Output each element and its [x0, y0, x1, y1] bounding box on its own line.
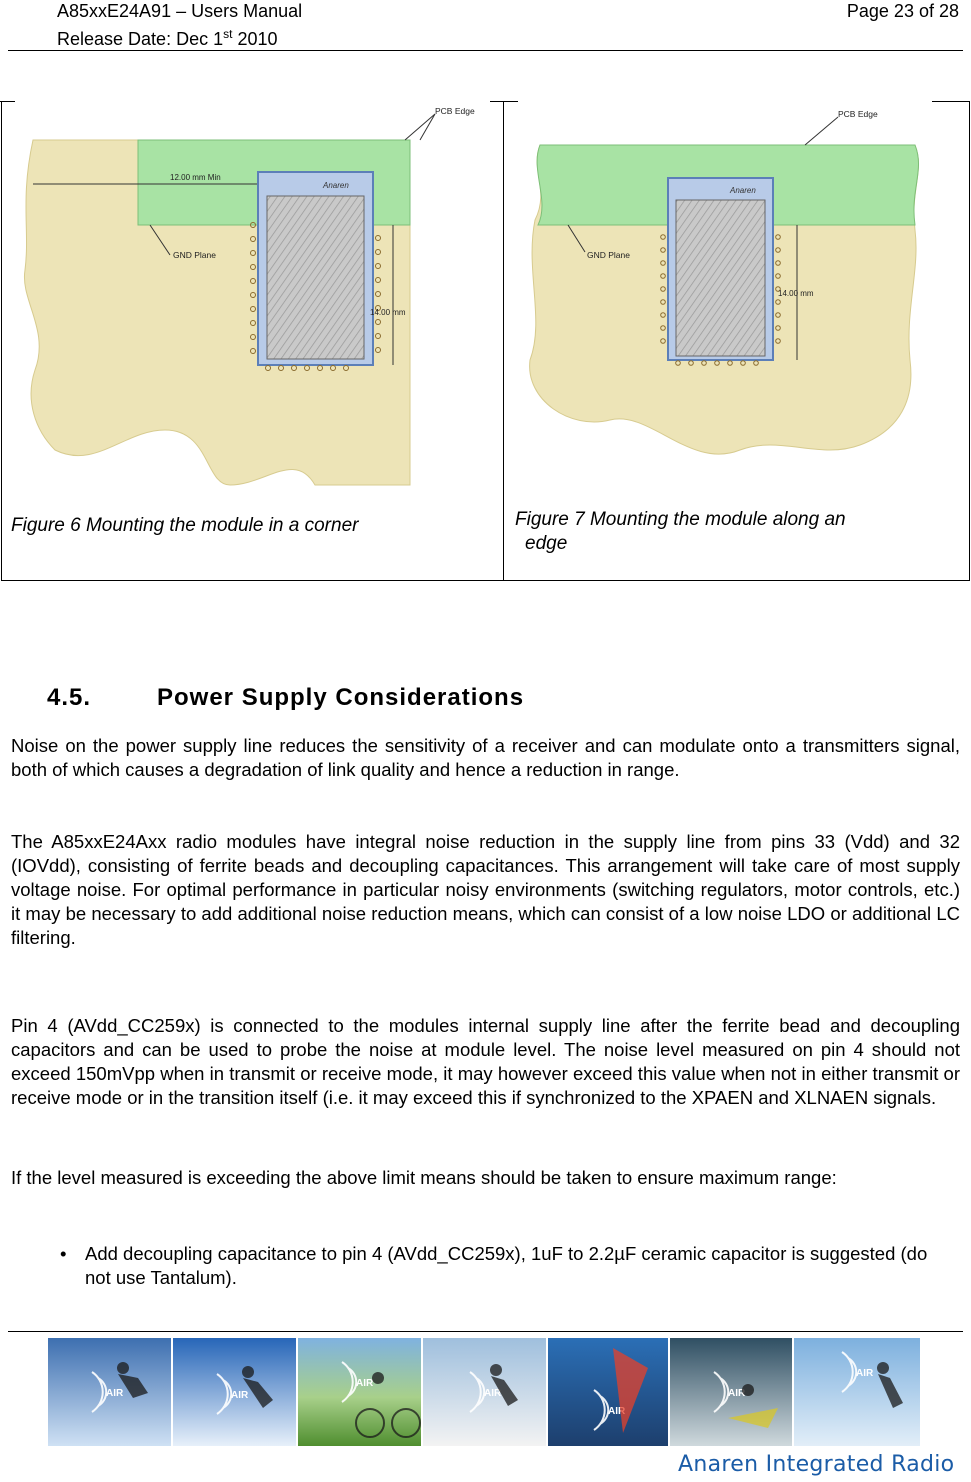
gnd-label: GND Plane: [587, 250, 630, 260]
document-header: A85xxE24A91 – Users Manual Release Date:…: [57, 0, 302, 51]
section-heading: 4.5. Power Supply Considerations: [47, 684, 524, 712]
min-label: 12.00 mm Min: [170, 173, 221, 182]
table-border: [932, 101, 970, 102]
table-border: [490, 101, 518, 102]
figure-7-cell: [504, 101, 970, 581]
footer-banner: AIR AIR AIR AIR AIR AIR AIR: [48, 1338, 920, 1446]
module-chip: [675, 199, 766, 357]
figure-7-diagram: Anaren 14.00 mm GND Plane PCB Edge: [529, 109, 919, 455]
footer-brand: Anaren Integrated Radio: [678, 1452, 955, 1477]
figure-table: [1, 101, 970, 581]
footer-divider: [8, 1331, 963, 1332]
svg-text:AIR: AIR: [356, 1378, 374, 1389]
paragraph: Pin 4 (AVdd_CC259x) is connected to the …: [11, 1015, 960, 1108]
svg-text:AIR: AIR: [106, 1388, 124, 1399]
svg-text:AIR: AIR: [608, 1406, 626, 1417]
svg-text:AIR: AIR: [231, 1390, 249, 1401]
figure-6-diagram: 12.00 mm Min Anaren 14.00 mm GND Plane P…: [23, 106, 475, 486]
table-border: [0, 101, 15, 102]
page-number: Page 23 of 28: [846, 1, 959, 21]
svg-text:Anaren: Anaren: [729, 186, 756, 195]
paragraph: If the level measured is exceeding the a…: [11, 1167, 837, 1188]
svg-text:Anaren: Anaren: [322, 181, 349, 190]
svg-text:AIR: AIR: [856, 1368, 874, 1379]
module-chip: [266, 195, 365, 360]
svg-text:AIR: AIR: [728, 1388, 746, 1399]
dimension-label: 14.00 mm: [370, 308, 406, 317]
document-title: A85xxE24A91 – Users Manual: [57, 1, 303, 21]
release-date: Release Date: Dec 1st 2010: [57, 27, 278, 49]
section-number: 4.5.: [47, 684, 92, 711]
figure-6-caption: Figure 6 Mounting the module in a corner: [11, 515, 359, 536]
figure-7-caption: Figure 7 Mounting the module along an ed…: [515, 509, 846, 554]
bullet-item: Add decoupling capacitance to pin 4 (AVd…: [85, 1243, 928, 1288]
paragraph: The A85xxE24Axx radio modules have integ…: [11, 831, 960, 948]
pcb-edge-label: PCB Edge: [435, 106, 475, 116]
gnd-label: GND Plane: [173, 250, 216, 260]
section-title: Power Supply Considerations: [157, 684, 525, 711]
header-divider: [8, 50, 963, 51]
paragraph: Noise on the power supply line reduces t…: [11, 735, 960, 780]
pcb-edge-label: PCB Edge: [838, 109, 878, 119]
dimension-label: 14.00 mm: [778, 289, 814, 298]
svg-text:AIR: AIR: [484, 1388, 502, 1399]
bullet-marker: •: [60, 1243, 67, 1264]
figure-6-cell: [1, 101, 504, 581]
